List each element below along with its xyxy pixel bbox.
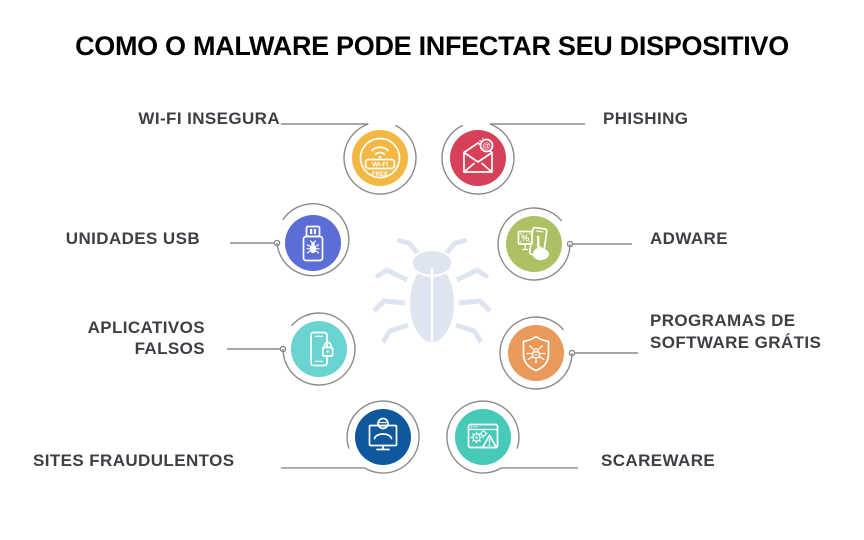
label-wifi: WI-FI INSEGURA: [138, 109, 280, 128]
svg-text:FREE: FREE: [372, 171, 389, 178]
label-usb: UNIDADES USB: [65, 229, 200, 248]
node-fraud-sites: [355, 409, 411, 465]
label-fake-apps: APLICATIVOS FALSOS: [87, 318, 205, 358]
node-free-software: [508, 325, 564, 381]
wifi-free-icon: WI-FI FREE: [359, 137, 401, 179]
bug-glyph: [306, 240, 320, 254]
usb-drive-bug-icon: [302, 225, 324, 262]
shield-circuit-lock-icon: [522, 335, 550, 372]
hacker-monitor-icon: [368, 417, 398, 451]
node-scareware: [455, 409, 511, 465]
svg-text:WI-FI: WI-FI: [372, 162, 388, 169]
fake-app-phone-lock-icon: [310, 331, 334, 367]
node-usb: [285, 215, 341, 271]
label-adware: ADWARE: [650, 229, 728, 248]
svg-text:%: %: [521, 233, 529, 243]
node-wifi: WI-FI FREE: [352, 130, 408, 186]
svg-text:@: @: [482, 140, 490, 150]
phishing-envelope-icon: @: [463, 137, 494, 173]
node-phishing: @: [450, 130, 506, 186]
label-free-software: PROGRAMAS DE SOFTWARE GRÁTIS: [650, 311, 822, 352]
label-phishing: PHISHING: [603, 109, 689, 128]
node-adware: %: [506, 216, 562, 272]
page-title: COMO O MALWARE PODE INFECTAR SEU DISPOSI…: [75, 31, 789, 61]
bug-watermark-icon: [372, 237, 492, 344]
node-fake-apps: [291, 321, 347, 377]
scareware-browser-warning-icon: [467, 423, 499, 449]
label-scareware: SCAREWARE: [601, 451, 716, 470]
adware-phone-offer-icon: %: [517, 226, 549, 261]
label-fraud-sites: SITES FRAUDULENTOS: [33, 451, 235, 470]
